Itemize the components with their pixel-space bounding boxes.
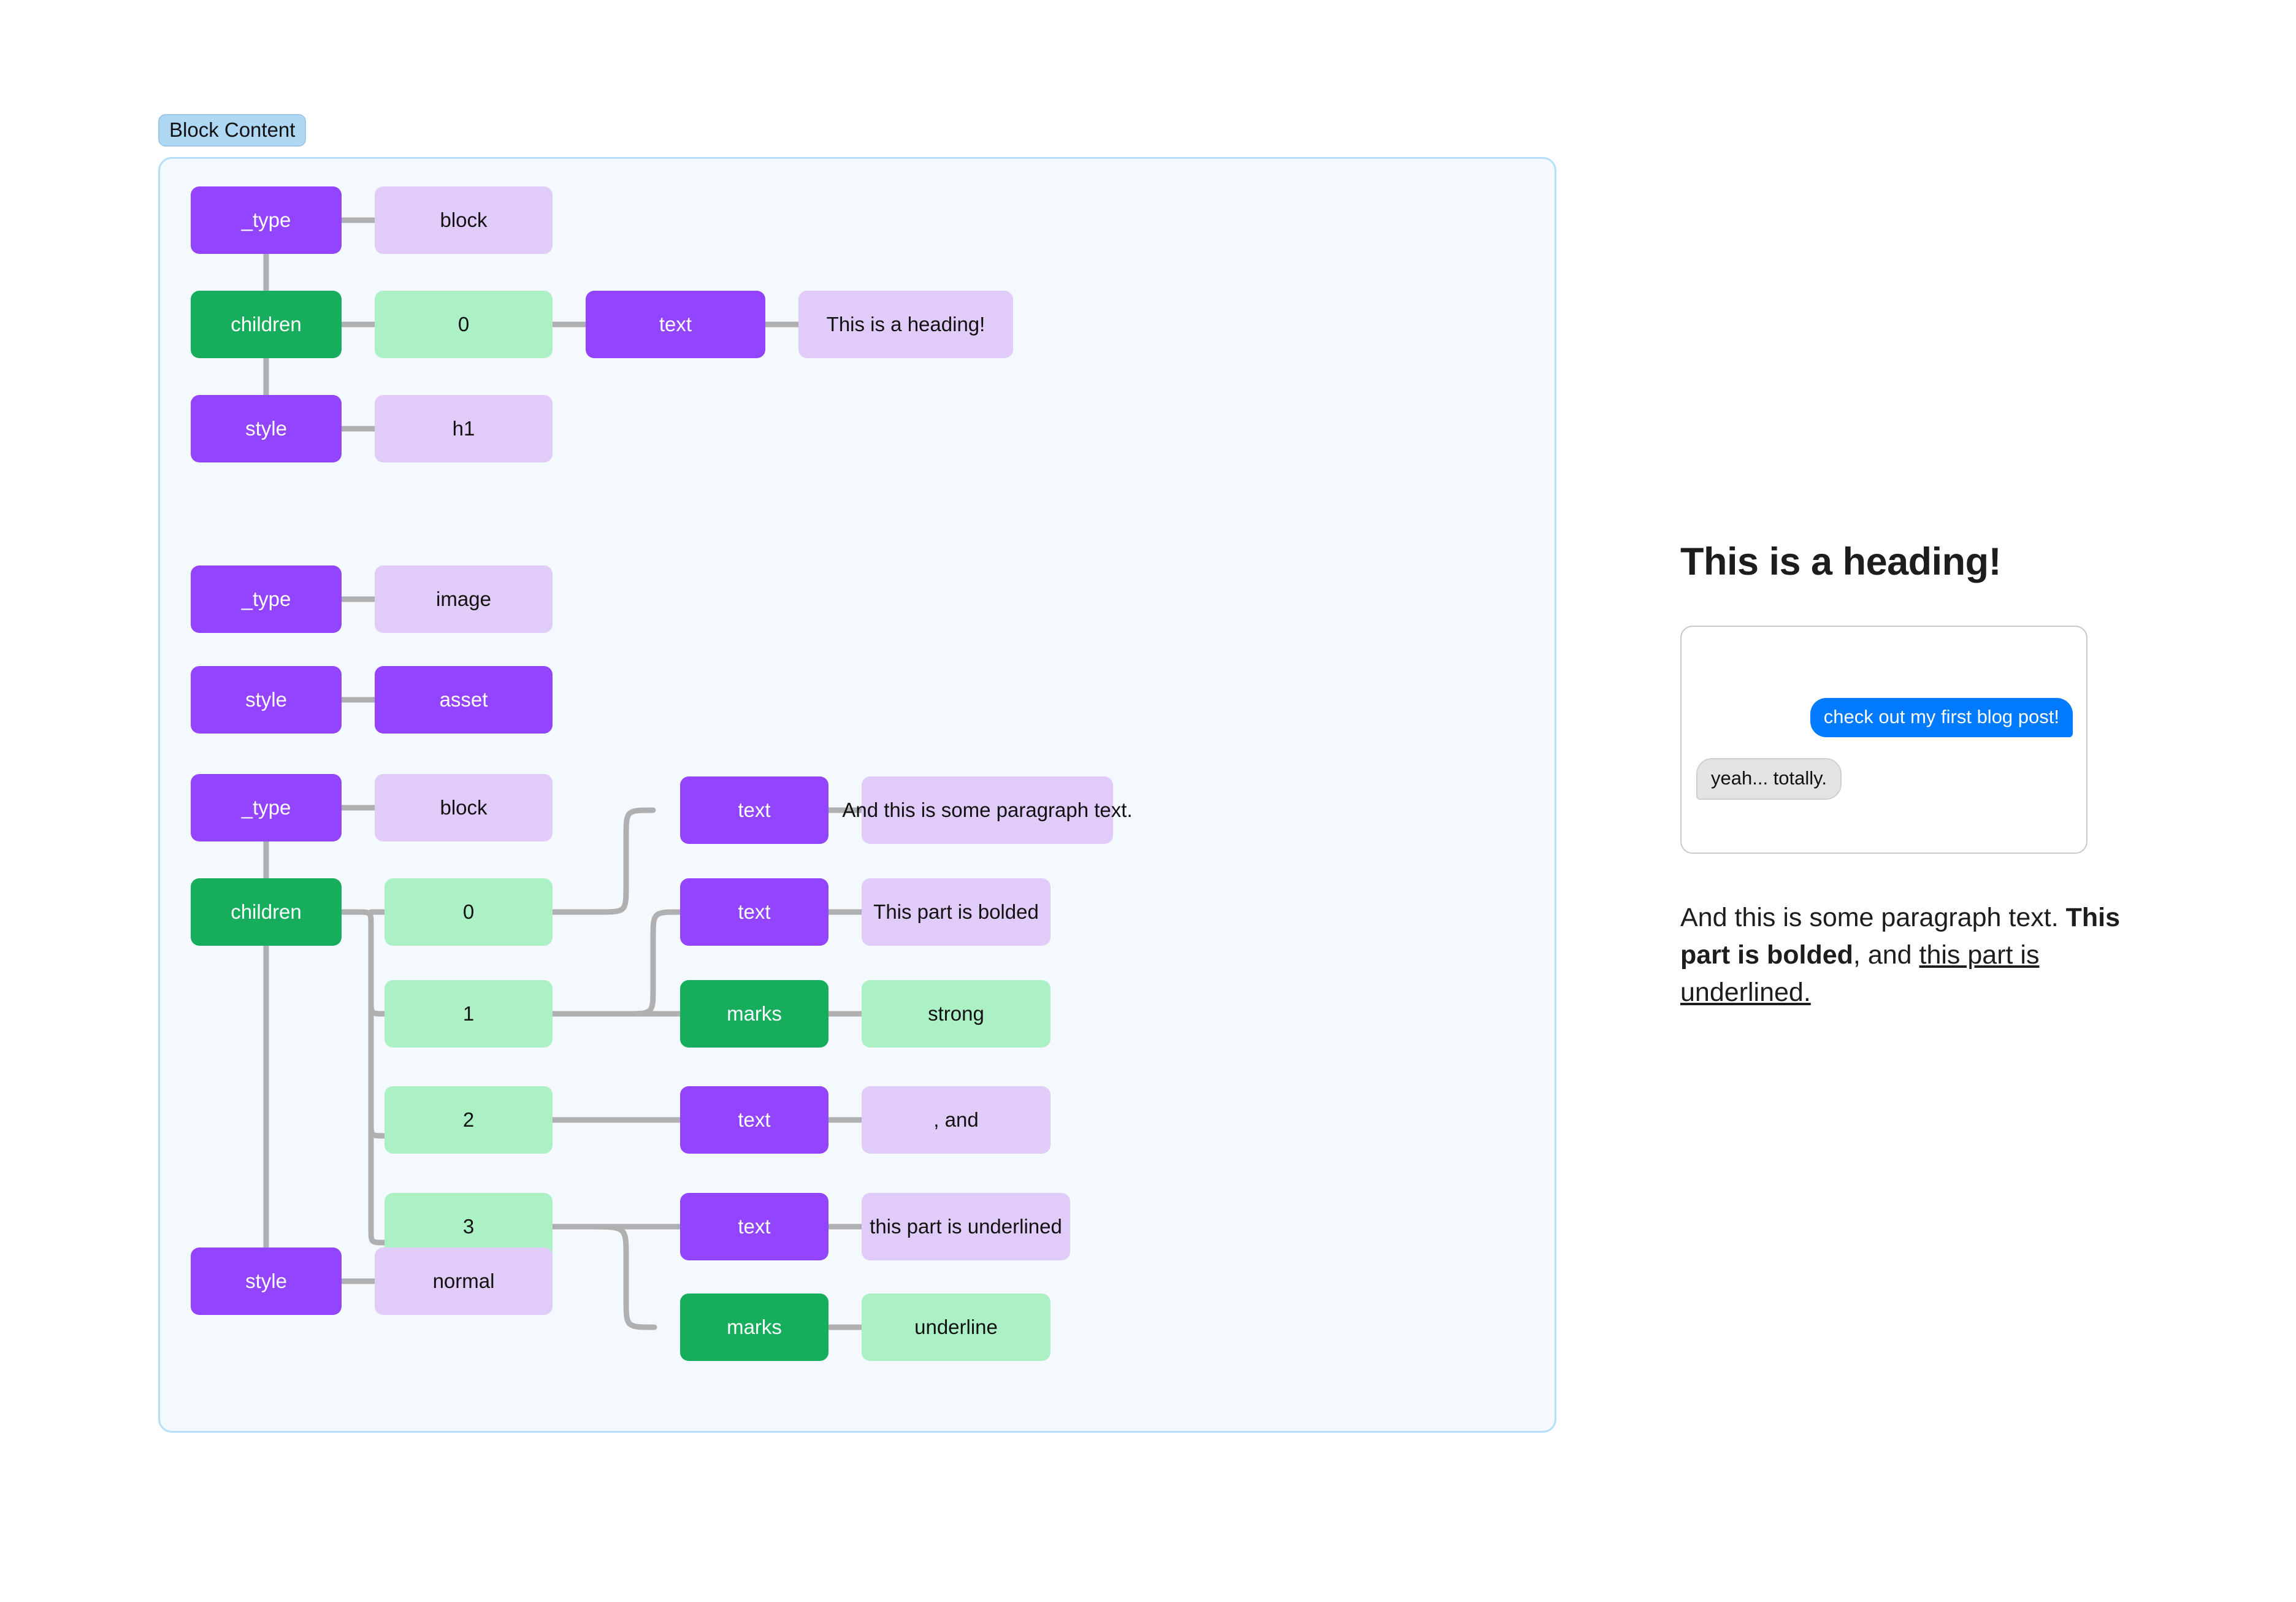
chat-bubble-outgoing: check out my first blog post! <box>1810 698 2073 737</box>
panel-badge: Block Content <box>158 114 307 147</box>
node-type-key-1[interactable]: _type <box>191 186 342 254</box>
node-text-key-c[interactable]: text <box>680 1086 828 1154</box>
preview-heading: This is a heading! <box>1680 540 2002 583</box>
node-marks-value-underline[interactable]: underline <box>862 1293 1050 1361</box>
node-style-key-3[interactable]: style <box>191 1247 342 1315</box>
node-children-key-1[interactable]: children <box>191 291 342 358</box>
node-child-index-0-1[interactable]: 0 <box>375 291 553 358</box>
node-text-key-a[interactable]: text <box>680 776 828 844</box>
node-type-value-image[interactable]: image <box>375 565 553 633</box>
node-text-value-a[interactable]: And this is some paragraph text. <box>842 776 1133 844</box>
node-text-value-c[interactable]: , and <box>862 1086 1050 1154</box>
node-text-key-1[interactable]: text <box>586 291 765 358</box>
node-type-key-3[interactable]: _type <box>191 774 342 841</box>
node-type-value-block-1[interactable]: block <box>375 186 553 254</box>
node-style-value-normal[interactable]: normal <box>375 1247 553 1315</box>
node-text-key-b[interactable]: text <box>680 878 828 946</box>
chat-bubble-incoming: yeah... totally. <box>1696 758 1842 800</box>
node-style-key-2[interactable]: style <box>191 666 342 734</box>
node-text-value-heading[interactable]: This is a heading! <box>798 291 1013 358</box>
node-text-key-d[interactable]: text <box>680 1193 828 1260</box>
diagram-panel: _type block children 0 text This is a he… <box>158 157 1556 1433</box>
node-marks-value-strong[interactable]: strong <box>862 980 1050 1048</box>
paragraph-bold: This part is bolded <box>1680 903 2121 970</box>
node-child-index-1-3[interactable]: 1 <box>385 980 553 1048</box>
node-children-key-3[interactable]: children <box>191 878 342 946</box>
rendered-preview: This is a heading! check out my first bl… <box>1680 540 2120 1038</box>
node-text-value-d[interactable]: this part is underlined <box>862 1193 1070 1260</box>
paragraph-plain-1: And this is some paragraph text. <box>1680 903 2066 932</box>
node-child-index-2-3[interactable]: 2 <box>385 1086 553 1154</box>
preview-paragraph: And this is some paragraph text. This pa… <box>1680 899 2134 1011</box>
node-type-value-block-3[interactable]: block <box>375 774 553 841</box>
node-type-key-2[interactable]: _type <box>191 565 342 633</box>
node-style-key-1[interactable]: style <box>191 395 342 462</box>
node-style-value-asset[interactable]: asset <box>375 666 553 734</box>
node-text-value-b[interactable]: This part is bolded <box>862 878 1050 946</box>
node-marks-key-b[interactable]: marks <box>680 1293 828 1361</box>
imessage-embed-card: check out my first blog post! yeah... to… <box>1680 626 2087 854</box>
node-marks-key-a[interactable]: marks <box>680 980 828 1048</box>
block-content-diagram: Block Content <box>158 114 1561 1433</box>
node-style-value-h1[interactable]: h1 <box>375 395 553 462</box>
node-child-index-0-3[interactable]: 0 <box>385 878 553 946</box>
paragraph-underlined: this part is underlined. <box>1680 940 2040 1008</box>
paragraph-plain-2: , and <box>1853 940 1919 970</box>
